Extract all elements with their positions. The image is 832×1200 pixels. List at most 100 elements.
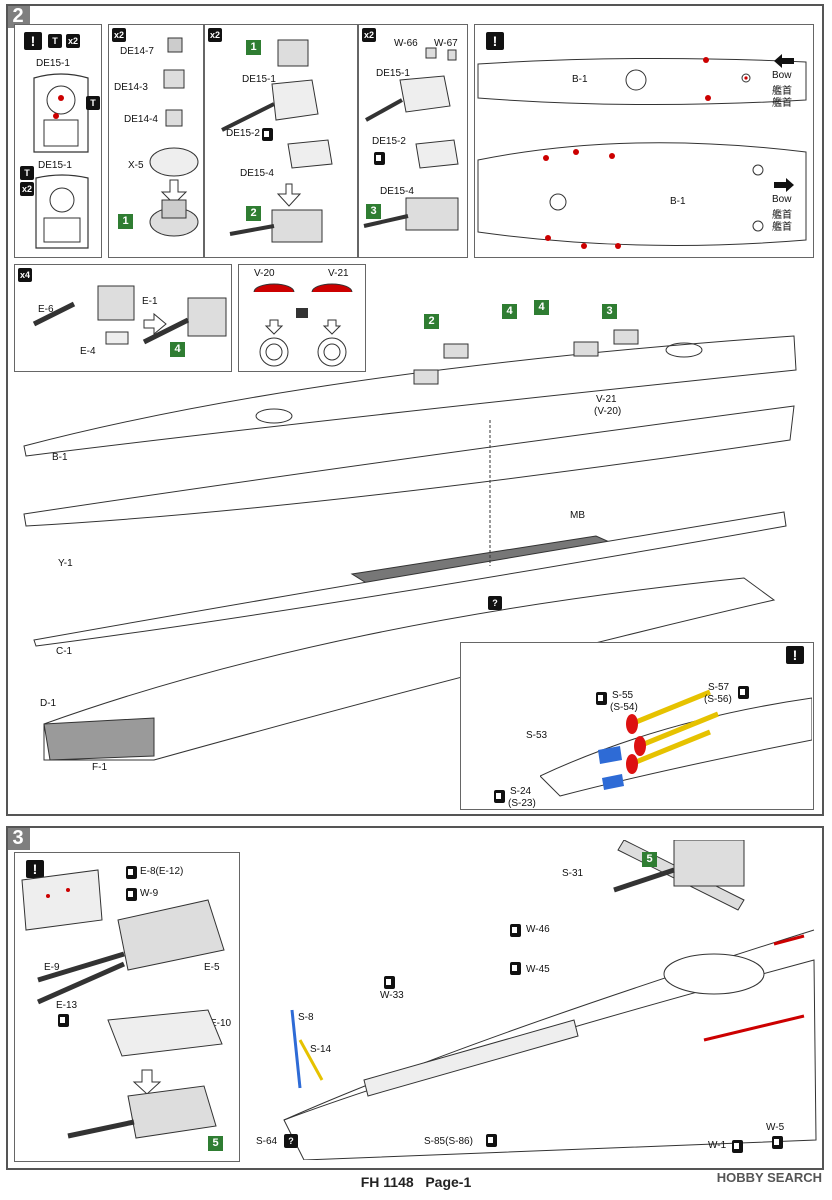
part-label-b-1-bottom: B-1: [670, 196, 686, 207]
watermark-logo: HOBBY SEARCH: [716, 1170, 822, 1185]
part-label-e-6: E-6: [38, 304, 54, 315]
turret-assembly-3-diagram: [363, 47, 459, 231]
side-icon: [772, 1136, 783, 1149]
step-3-number: 3: [6, 826, 30, 850]
part-label-de14-3: DE14-3: [114, 82, 148, 93]
part-label-b-1-top: B-1: [572, 74, 588, 85]
turret-base-diagram: [149, 37, 199, 237]
part-label-mb: MB: [570, 510, 585, 521]
bow-label-jp: 艦首: [772, 222, 792, 233]
tool-icon: T: [86, 96, 100, 110]
product-code: FH 1148: [360, 1174, 414, 1190]
turret-detail-diagram: [21, 869, 225, 1139]
part-label-s-85: S-85(S-86): [424, 1136, 473, 1147]
sub-assembly-2-badge: 2: [246, 206, 261, 221]
part-label-s-31: S-31: [562, 868, 584, 879]
part-label-w-9: W-9: [140, 888, 159, 899]
sub-assembly-1-badge: 1: [246, 40, 261, 55]
turret-assembly-2-diagram: [221, 39, 333, 243]
multiplier-badge: x2: [208, 28, 222, 42]
part-label-s-55: S-55: [612, 690, 634, 701]
part-label-e-8: E-8(E-12): [140, 866, 184, 877]
tool-icon: T: [20, 166, 34, 180]
part-label-de15-2: DE15-2: [372, 136, 406, 147]
side-icon: [384, 976, 395, 989]
part-label-s-64: S-64: [256, 1136, 278, 1147]
sub-assembly-4-badge: 4: [502, 304, 517, 319]
part-label-x-5: X-5: [128, 160, 144, 171]
side-icon: [738, 686, 749, 699]
side-icon: [596, 692, 607, 705]
side-icon: [732, 1140, 743, 1153]
bow-label: Bow: [772, 194, 792, 205]
sub-assembly-5-badge: 5: [208, 1136, 223, 1151]
turret-x4-diagram: [32, 285, 227, 345]
page-footer: FH 1148 Page-1: [0, 1174, 832, 1190]
part-label-de15-4: DE15-4: [240, 168, 274, 179]
part-label-v-20: V-20: [254, 268, 275, 279]
part-label-w-1: W-1: [708, 1140, 727, 1151]
sub-assembly-3-badge: 3: [366, 204, 381, 219]
side-icon: [494, 790, 505, 803]
part-label-w-33: W-33: [380, 990, 404, 1001]
side-icon: [486, 1134, 497, 1147]
multiplier-badge: x2: [112, 28, 126, 42]
warning-icon: !: [26, 860, 44, 878]
bow-label-jp: 艦首: [772, 98, 792, 109]
part-label-e-4: E-4: [80, 346, 96, 357]
part-label-w-66: W-66: [394, 38, 418, 49]
part-label-e-9: E-9: [44, 962, 60, 973]
part-label-de15-1: DE15-1: [242, 74, 276, 85]
multiplier-badge: x4: [18, 268, 32, 282]
part-label-w-67: W-67: [434, 38, 458, 49]
sub-assembly-1-badge: 1: [118, 214, 133, 229]
bow-arrow-icon: [774, 54, 794, 68]
question-icon: ?: [488, 596, 502, 610]
part-label-de15-4: DE15-4: [380, 186, 414, 197]
part-label-s-53: S-53: [526, 730, 548, 741]
part-label-de15-1: DE15-1: [36, 58, 70, 69]
ventilator-diagram: [253, 283, 353, 367]
part-label-s-8: S-8: [298, 1012, 314, 1023]
part-label-b-1: B-1: [52, 452, 68, 463]
part-label-v-21: V-21: [596, 394, 617, 405]
page-number: Page-1: [425, 1174, 472, 1190]
part-label-s-24: S-24: [510, 786, 532, 797]
propeller-diagram: [540, 689, 812, 797]
multiplier-badge: x2: [362, 28, 376, 42]
part-label-w-46: W-46: [526, 924, 550, 935]
part-label-e-10: E-10: [210, 1018, 232, 1029]
bow-assembly-diagram: [283, 840, 817, 1160]
part-label-v-20: (V-20): [594, 406, 622, 417]
side-icon: [262, 128, 273, 141]
side-icon: [510, 962, 521, 975]
part-label-s-57: S-57: [708, 682, 730, 693]
part-label-de15-1: DE15-1: [38, 160, 72, 171]
part-label-s-23: (S-23): [508, 798, 536, 809]
step-3-frame: [6, 826, 824, 1170]
deck-b1-diagram: [477, 57, 807, 249]
part-label-de14-4: DE14-4: [124, 114, 158, 125]
part-label-de14-7: DE14-7: [120, 46, 154, 57]
bow-arrow-icon: [774, 178, 794, 192]
question-icon: ?: [284, 1134, 298, 1148]
hull-exploded-diagram: [23, 329, 797, 761]
barbette-diagram-b: [35, 174, 89, 249]
warning-icon: !: [24, 32, 42, 50]
barbette-diagram-a: [33, 73, 89, 153]
sub-assembly-3-badge: 3: [602, 304, 617, 319]
warning-icon: !: [786, 646, 804, 664]
sub-assembly-4-badge: 4: [534, 300, 549, 315]
multiplier-badge: x2: [20, 182, 34, 196]
side-icon: [58, 1014, 69, 1027]
side-icon: [510, 924, 521, 937]
side-icon: [374, 152, 385, 165]
part-label-e-5: E-5: [204, 962, 220, 973]
part-label-w-45: W-45: [526, 964, 550, 975]
part-label-v-21: V-21: [328, 268, 349, 279]
part-label-s-54: (S-54): [610, 702, 638, 713]
multiplier-badge: x2: [66, 34, 80, 48]
part-label-s-56: (S-56): [704, 694, 732, 705]
sub-assembly-4-badge: 4: [170, 342, 185, 357]
step-2-frame: [6, 4, 824, 816]
